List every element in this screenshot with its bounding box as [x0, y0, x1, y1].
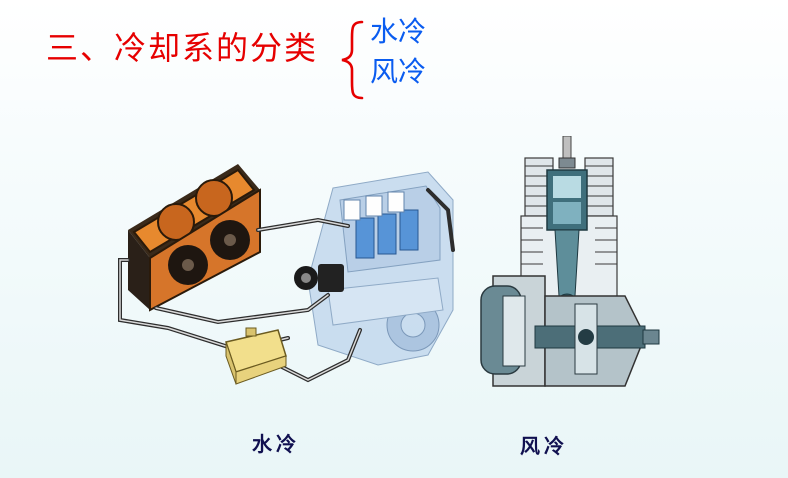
spark-plug [558, 136, 576, 169]
classification-option-air: 风冷 [370, 55, 427, 88]
radiator [128, 164, 261, 312]
piston-cutaway [546, 169, 588, 315]
engine-block [307, 171, 454, 366]
water-pump [294, 264, 344, 292]
air-cooling-diagram [480, 136, 660, 387]
water-cooling-diagram [118, 164, 455, 385]
expansion-tank [225, 327, 287, 385]
crankcase [480, 275, 660, 387]
caption-water-cooling: 水冷 [252, 432, 300, 456]
page-title: 三、冷却系的分类 [46, 29, 319, 67]
caption-air-cooling: 风冷 [520, 434, 568, 458]
classification-option-water: 水冷 [370, 15, 427, 48]
curly-brace-icon [341, 20, 364, 100]
